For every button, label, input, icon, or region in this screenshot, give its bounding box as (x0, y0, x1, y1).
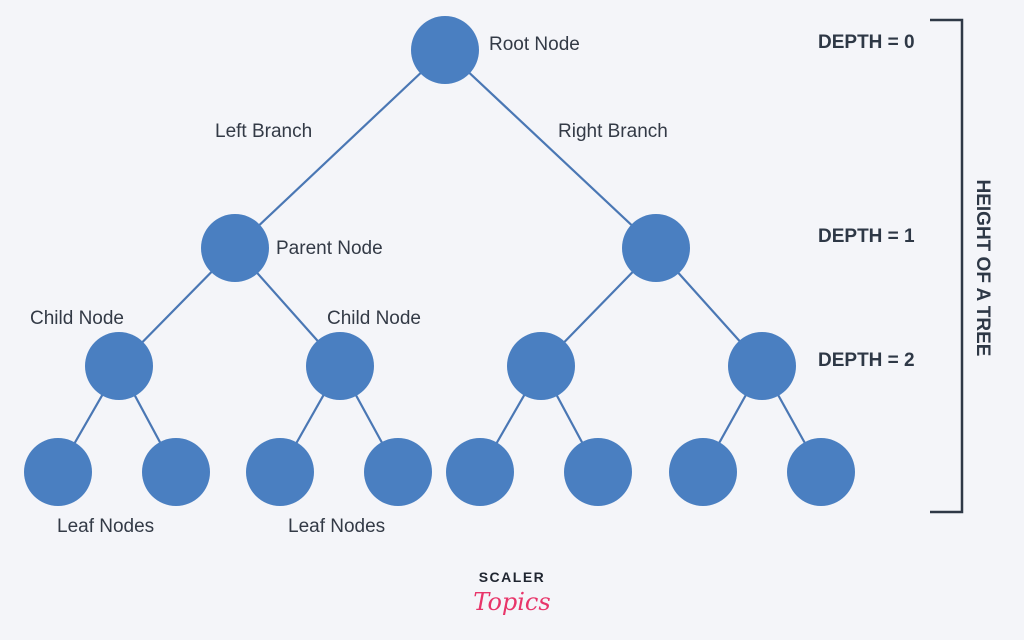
depth-0-label: DEPTH = 0 (818, 32, 915, 53)
tree-node (306, 332, 374, 400)
height-bracket (930, 18, 964, 514)
root-node (411, 16, 479, 84)
leaf-node (24, 438, 92, 506)
tree-node (622, 214, 690, 282)
tree-node (201, 214, 269, 282)
depth-1-label: DEPTH = 1 (818, 226, 915, 247)
leaf-node (364, 438, 432, 506)
parent-node-label: Parent Node (276, 238, 383, 259)
leaf-node (564, 438, 632, 506)
tree-nodes (24, 16, 855, 506)
brand-top-text: SCALER (479, 569, 546, 585)
leaf-node (246, 438, 314, 506)
tree-edge (444, 49, 657, 249)
brand-bottom-text: Topics (473, 588, 550, 616)
child-node-label-left: Child Node (30, 308, 124, 329)
tree-node (728, 332, 796, 400)
scaler-topics-logo: SCALER Topics (473, 569, 550, 616)
leaf-node (669, 438, 737, 506)
root-node-label: Root Node (489, 34, 580, 55)
tree-node (85, 332, 153, 400)
tree-edges (57, 49, 822, 473)
leaf-nodes-label-right: Leaf Nodes (288, 516, 385, 537)
leaf-node (142, 438, 210, 506)
child-node-label-right: Child Node (327, 308, 421, 329)
height-of-tree-label: HEIGHT OF A TREE (972, 180, 993, 357)
leaf-nodes-label-left: Leaf Nodes (57, 516, 154, 537)
depth-2-label: DEPTH = 2 (818, 350, 915, 371)
tree-node (507, 332, 575, 400)
right-branch-label: Right Branch (558, 121, 668, 142)
leaf-node (787, 438, 855, 506)
tree-edge (234, 49, 446, 249)
leaf-node (446, 438, 514, 506)
left-branch-label: Left Branch (215, 121, 312, 142)
